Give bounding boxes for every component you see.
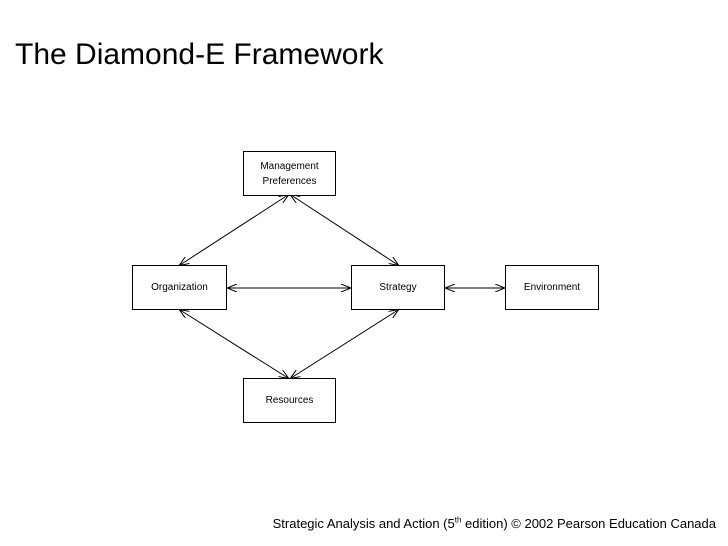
arrow-strategy-resources: [291, 310, 398, 378]
node-environment: Environment: [505, 265, 599, 310]
node-resources: Resources: [243, 378, 336, 423]
node-management-preferences-line1: Management: [260, 160, 319, 172]
node-strategy: Strategy: [351, 265, 445, 310]
node-management-preferences-line2: Preferences: [262, 175, 317, 187]
footer-suffix: edition) © 2002 Pearson Education Canada: [461, 516, 716, 531]
node-strategy-label: Strategy: [379, 282, 417, 293]
arrow-management-strategy: [291, 195, 398, 265]
slide-title: The Diamond-E Framework: [15, 38, 384, 71]
footer-superscript: th: [454, 515, 462, 525]
arrow-organization-resources: [180, 310, 288, 378]
footer-citation: Strategic Analysis and Action (5th editi…: [273, 515, 716, 533]
node-organization: Organization: [132, 265, 227, 310]
node-resources-label: Resources: [265, 395, 314, 406]
node-environment-label: Environment: [523, 282, 581, 293]
node-organization-label: Organization: [151, 282, 208, 293]
node-management-preferences: Management Preferences: [243, 151, 336, 196]
footer-prefix: Strategic Analysis and Action (5: [272, 516, 455, 531]
arrow-management-organization: [180, 195, 288, 265]
